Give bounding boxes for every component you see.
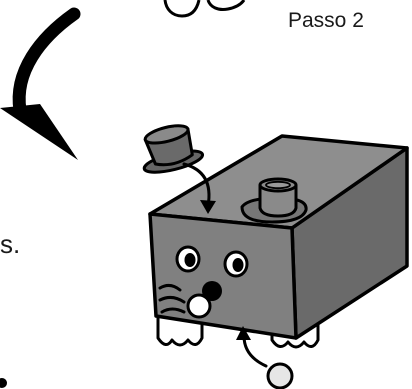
previous-step-fragment <box>163 0 246 18</box>
top-knob <box>240 177 308 224</box>
step-label: Passo 2 <box>288 9 364 32</box>
edge-dot <box>0 378 7 388</box>
hat-arrow-icon <box>182 162 216 214</box>
curved-arrow-icon <box>0 7 81 160</box>
box-robot <box>148 134 409 349</box>
box-front-face <box>148 212 298 340</box>
cropped-text: s. <box>0 229 21 259</box>
ball-piece <box>266 362 294 389</box>
robot-face <box>158 245 249 319</box>
robot-mouth <box>158 281 222 319</box>
ball-arrow-icon <box>236 326 268 368</box>
hat-piece <box>142 124 205 174</box>
